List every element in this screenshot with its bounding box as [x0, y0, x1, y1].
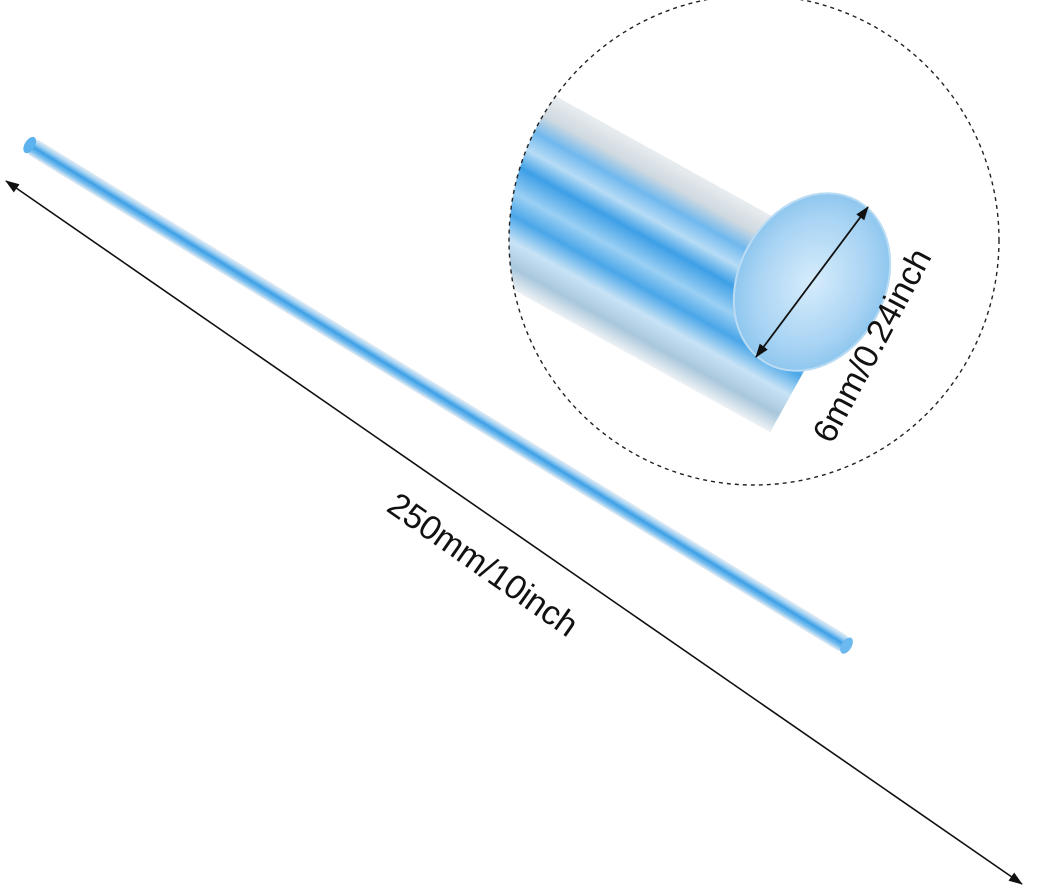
- zoom-rod-body: [509, 43, 863, 433]
- length-arrow-icon: [5, 180, 1023, 885]
- dashed-circle-icon: [508, 0, 1000, 486]
- length-label: 250mm/10inch: [380, 485, 584, 644]
- rod-end-left: [23, 136, 37, 154]
- diameter-arrow-icon: [755, 206, 869, 358]
- zoom-detail: 6mm/0.24inch: [508, 0, 1000, 486]
